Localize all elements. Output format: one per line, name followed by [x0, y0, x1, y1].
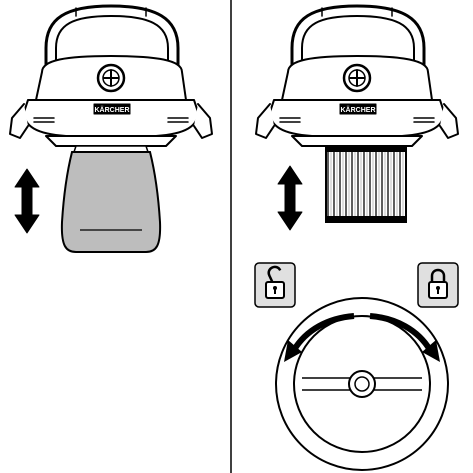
right-panel: KÄRCHER: [254, 4, 460, 471]
double-arrow-vertical-icon-right: [277, 165, 303, 231]
double-arrow-vertical-icon: [14, 168, 40, 234]
cartridge-filter: [325, 145, 407, 223]
vacuum-head-right: KÄRCHER: [254, 4, 460, 148]
rotate-lock-dial: [275, 297, 449, 471]
rotate-left-arrow-icon: [284, 313, 355, 362]
vacuum-head-left: KÄRCHER: [8, 4, 214, 148]
brand-logo-text: KÄRCHER: [95, 106, 130, 114]
rotate-right-arrow-icon: [369, 313, 440, 362]
left-panel: KÄRCHER: [8, 4, 214, 253]
brand-logo-text-right: KÄRCHER: [341, 106, 376, 114]
padlock-open-icon: [254, 262, 296, 308]
filter-bag: [60, 151, 162, 253]
padlock-closed-icon: [417, 262, 459, 308]
